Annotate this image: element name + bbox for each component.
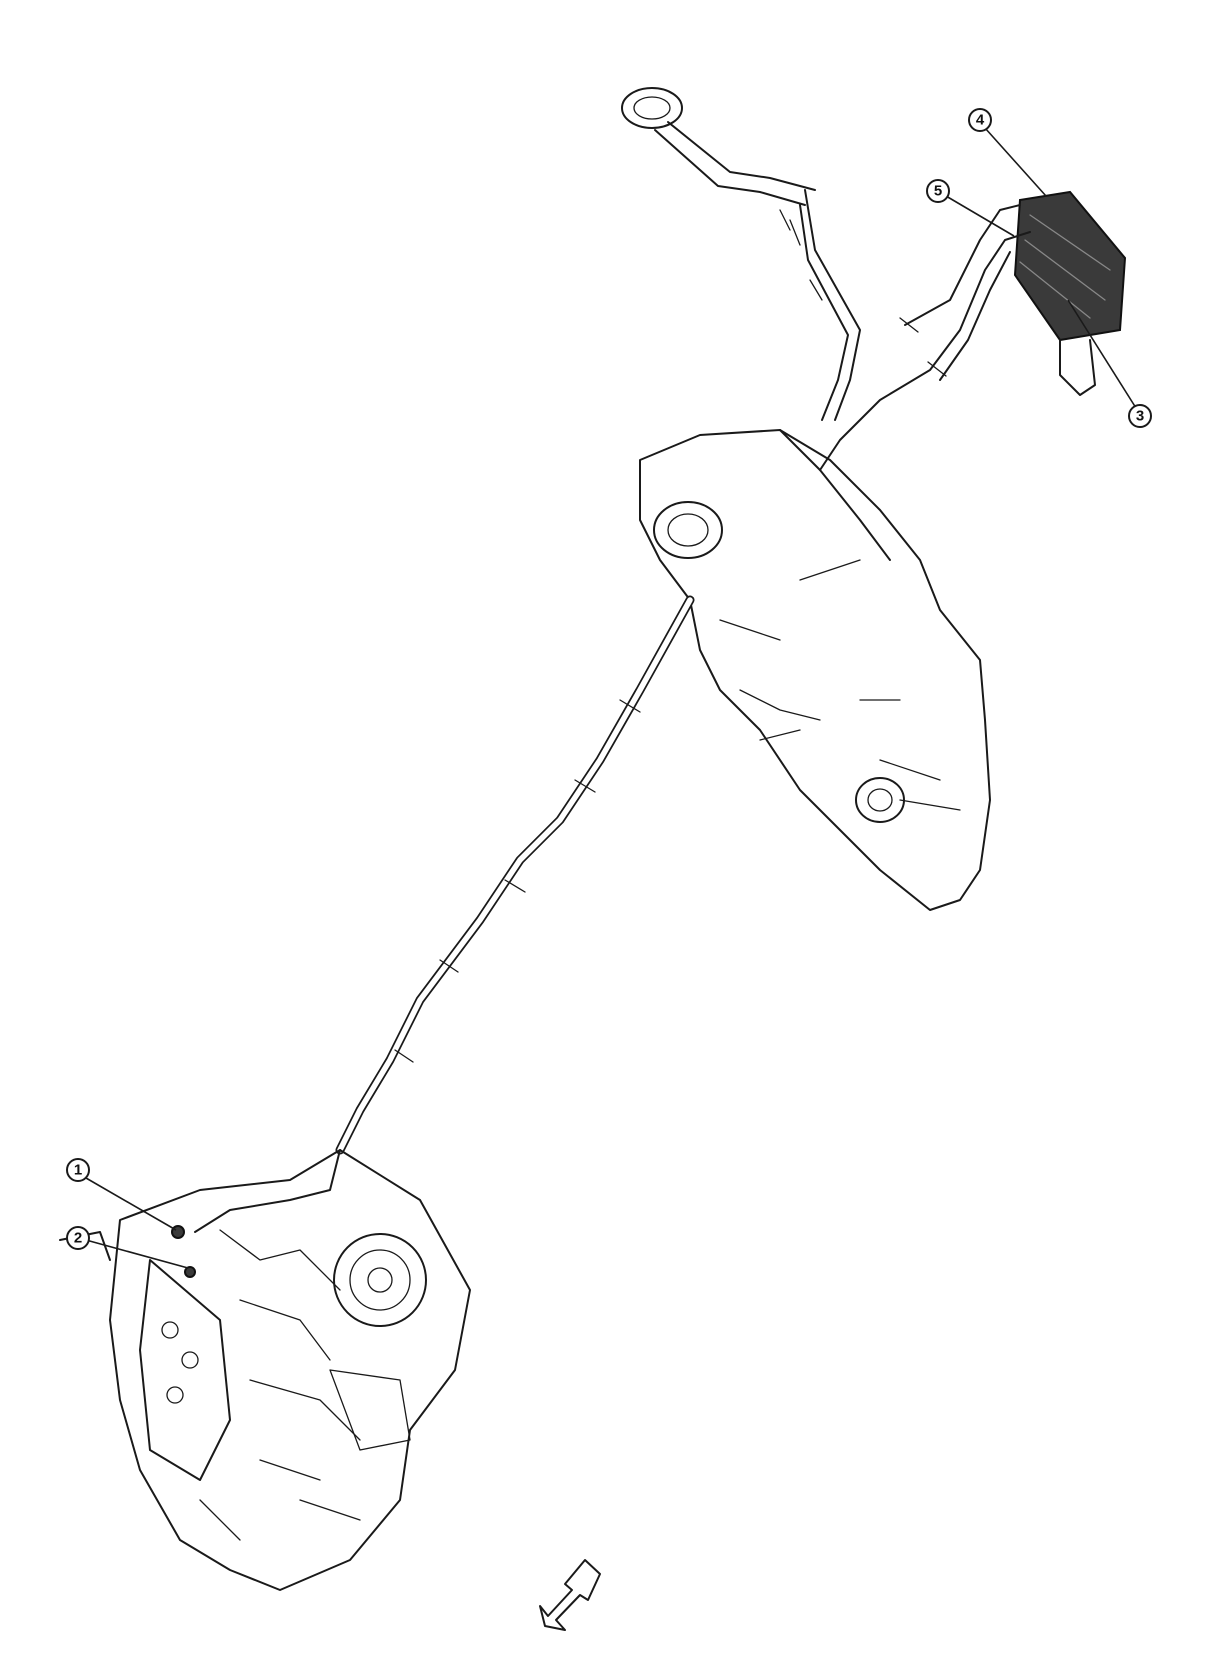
svg-text:4: 4 [976, 112, 985, 129]
fuel-vapor-lines [335, 595, 695, 1155]
fuel-tank [639, 429, 991, 911]
callout-leaders [85, 127, 1137, 1269]
engine-assembly [59, 1149, 471, 1591]
svg-text:2: 2 [74, 1230, 82, 1247]
svg-text:3: 3 [1136, 408, 1144, 425]
svg-text:5: 5 [934, 183, 942, 200]
svg-text:1: 1 [74, 1162, 82, 1179]
filler-neck [621, 87, 861, 421]
callout-5: 5 [926, 179, 950, 203]
front-arrow-icon [539, 1559, 601, 1631]
callout-4: 4 [968, 108, 992, 132]
callout-3: 3 [1128, 404, 1152, 428]
callout-2: 2 [66, 1226, 90, 1250]
evap-canister [819, 190, 1127, 471]
callout-1: 1 [66, 1158, 90, 1182]
